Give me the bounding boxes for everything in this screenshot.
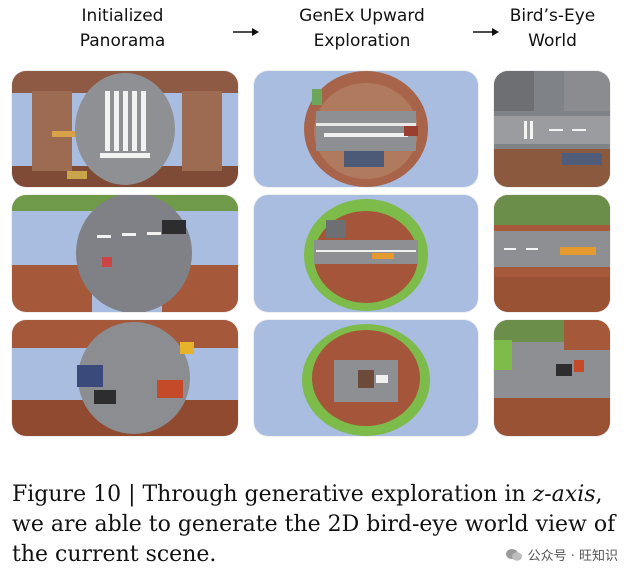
birdseye-image bbox=[494, 71, 610, 187]
header-birds-eye: Bird’s-Eye World bbox=[509, 6, 596, 51]
upward-image bbox=[254, 71, 478, 187]
figure-caption: Figure 10 | Through generative explorati… bbox=[12, 480, 632, 570]
caption-emphasis: z-axis bbox=[532, 482, 596, 507]
panorama-image bbox=[12, 320, 238, 436]
arrow-right-icon bbox=[233, 28, 259, 36]
caption-prefix: Figure 10 | Through generative explorati… bbox=[12, 482, 533, 507]
header-genex-upward: GenEx Upward Exploration bbox=[299, 6, 425, 51]
watermark: 公众号 · 旺知识 bbox=[505, 545, 618, 564]
wechat-icon bbox=[505, 548, 522, 561]
panorama-image bbox=[12, 195, 238, 312]
arrow-right-icon bbox=[473, 28, 499, 36]
upward-image bbox=[254, 195, 478, 312]
upward-image bbox=[254, 320, 478, 436]
watermark-text: 公众号 · 旺知识 bbox=[527, 549, 618, 564]
birdseye-image bbox=[494, 320, 610, 436]
birdseye-image bbox=[494, 195, 610, 312]
panorama-image bbox=[12, 71, 238, 187]
caption-suffix: , we are able to generate the 2D bird-ey… bbox=[12, 482, 616, 567]
header-initialized-panorama: Initialized Panorama bbox=[79, 6, 166, 51]
